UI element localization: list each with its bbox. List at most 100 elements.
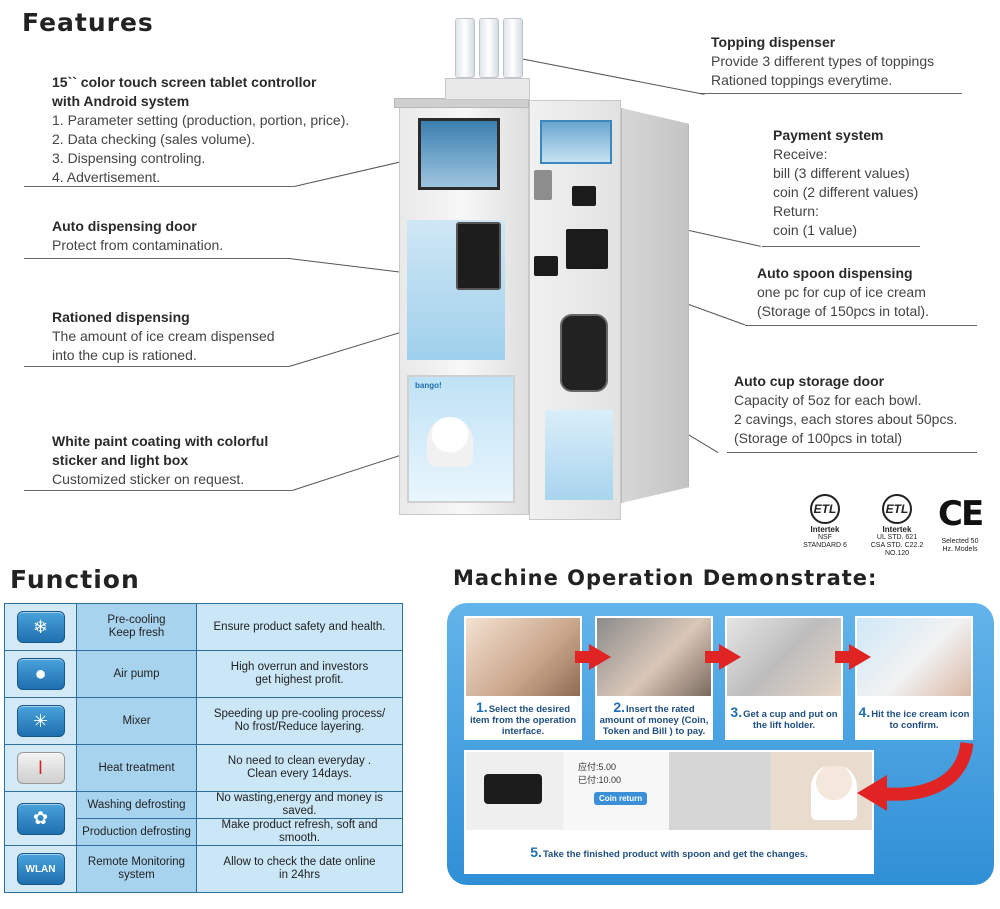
topping-tube	[479, 18, 499, 78]
table-row: ǀ Heat treatment No need to clean everyd…	[4, 744, 403, 792]
feature-line: into the cup is rationed.	[52, 347, 197, 363]
amount-due: 应付:5.00	[578, 762, 617, 772]
feature-line: Receive:	[773, 146, 828, 162]
thermometer-icon: ǀ	[16, 752, 65, 784]
slot-graphic	[484, 774, 542, 804]
feature-line: The amount of ice cream dispensed	[52, 328, 275, 344]
mixer-icon: ✳	[16, 705, 65, 737]
step-photo	[464, 616, 582, 698]
step-number: 5.	[530, 843, 542, 860]
divider-line	[24, 490, 292, 491]
step-text: Insert the rated amount of money (Coin, …	[599, 703, 709, 737]
ce-mark-icon: CE	[938, 494, 984, 534]
brand-logo: bango!	[415, 381, 442, 390]
cert-brand: Intertek	[810, 525, 840, 534]
feature-line: Capacity of 5oz for each bowl.	[734, 392, 922, 408]
feature-line: coin (2 different values)	[773, 184, 919, 200]
step-photo	[725, 616, 843, 698]
divider-line	[24, 186, 294, 187]
robot-sticker	[545, 410, 613, 500]
cert-note: NSF STANDARD 6	[803, 534, 847, 549]
arrow-curve-icon	[857, 741, 974, 811]
function-name: Heat treatment	[76, 744, 197, 792]
etl-icon: ETL	[810, 494, 840, 524]
function-desc: Make product refresh, soft and smooth.	[196, 818, 403, 846]
arrow-shaft	[705, 651, 721, 663]
step-text: Hit the ice cream icon to confirm.	[871, 709, 970, 731]
step-caption: 4.Hit the ice cream icon to confirm.	[855, 698, 973, 740]
dispensing-door	[456, 222, 501, 290]
step-caption: 5.Take the finished product with spoon a…	[464, 832, 874, 874]
defrost-icon: ✿	[16, 802, 65, 835]
cert-etl-ul: ETL Intertek UL STD. 621 CSA STD. C22.2 …	[862, 494, 932, 558]
step-caption: 2.Insert the rated amount of money (Coin…	[595, 698, 713, 740]
divider-line	[24, 258, 289, 259]
feature-line: Rationed toppings everytime.	[711, 72, 893, 88]
feature-title: Rationed dispensing	[52, 309, 190, 325]
step-text: Get a cup and put on the lift holder.	[743, 709, 838, 731]
feature-topping: Topping dispenser Provide 3 different ty…	[711, 33, 996, 90]
feature-spoon: Auto spoon dispensing one pc for cup of …	[757, 264, 997, 321]
function-heading: Function	[10, 565, 140, 594]
feature-line: 2. Data checking (sales volume).	[52, 131, 256, 147]
cup-graphic	[811, 766, 857, 820]
step-number: 2.	[613, 698, 626, 715]
coin-return	[534, 256, 558, 276]
feature-title: Auto cup storage door	[734, 373, 885, 389]
leader-line	[519, 58, 705, 95]
divider-line	[727, 452, 977, 453]
divider-line	[745, 325, 977, 326]
light-box: bango!	[407, 375, 515, 503]
table-row: WLAN Remote Monitoring system Allow to c…	[4, 845, 403, 893]
feature-title: Auto dispensing door	[52, 218, 197, 234]
feature-coating: White paint coating with colorful sticke…	[52, 432, 382, 489]
feature-line: Protect from contamination.	[52, 237, 224, 253]
cert-note: UL STD. 621 CSA STD. C22.2 NO.120	[870, 534, 924, 557]
feature-line: 2 cavings, each stores about 50pcs.	[734, 411, 958, 427]
feature-title: White paint coating with colorful sticke…	[52, 433, 269, 468]
feature-auto-door: Auto dispensing door Protect from contam…	[52, 217, 382, 255]
coin-return-button: Coin return	[594, 792, 648, 805]
bill-acceptor	[572, 186, 596, 206]
coin-slot	[534, 170, 552, 200]
feature-line: 1. Parameter setting (production, portio…	[52, 112, 350, 128]
function-name: Washing defrosting	[76, 791, 197, 819]
touch-screen	[418, 118, 500, 190]
arrow-shaft	[835, 651, 851, 663]
table-row: ✳ Mixer Speeding up pre-cooling process/…	[4, 697, 403, 745]
etl-icon: ETL	[882, 494, 912, 524]
feature-cup-storage: Auto cup storage door Capacity of 5oz fo…	[734, 372, 996, 448]
step-caption: 1.Select the desired item from the opera…	[464, 698, 582, 740]
arrow-right-icon	[719, 644, 741, 670]
divider-line	[700, 93, 962, 94]
function-desc: No wasting,energy and money is saved.	[196, 791, 403, 819]
feature-title: Auto spoon dispensing	[757, 265, 913, 281]
features-heading: Features	[22, 8, 154, 37]
function-desc: Allow to check the date online in 24hrs	[196, 845, 403, 893]
feature-line: coin (1 value)	[773, 222, 858, 238]
feature-line: one pc for cup of ice cream	[757, 284, 926, 300]
cert-brand: Intertek	[882, 525, 912, 534]
feature-rationed: Rationed dispensing The amount of ice cr…	[52, 308, 382, 365]
step-text: Take the finished product with spoon and…	[542, 848, 808, 860]
function-name: Air pump	[76, 650, 197, 698]
feature-title: Payment system	[773, 127, 884, 143]
function-desc: Speeding up pre-cooling process/ No fros…	[196, 697, 403, 745]
product-menu-sticker	[540, 120, 612, 164]
step-photo	[595, 616, 713, 698]
topping-tube	[503, 18, 523, 78]
divider-line	[762, 246, 920, 247]
function-desc: High overrun and investors get highest p…	[196, 650, 403, 698]
cert-ce-note: Selected 50 Hz. Models	[941, 538, 979, 553]
amount-paid: 已付:10.00	[578, 775, 622, 785]
feature-payment: Payment system Receive: bill (3 differen…	[773, 126, 993, 240]
step-number: 1.	[476, 698, 488, 715]
feature-line: 3. Dispensing controling.	[52, 150, 206, 166]
operation-panel: 1.Select the desired item from the opera…	[447, 603, 994, 885]
feature-line: (Storage of 100pcs in total)	[734, 430, 903, 446]
feature-title: Topping dispenser	[711, 34, 836, 50]
arrow-shaft	[575, 651, 591, 663]
step-text: Select the desired item from the operati…	[469, 703, 577, 737]
feature-line: Provide 3 different types of toppings	[711, 53, 935, 69]
step-photo	[855, 616, 973, 698]
